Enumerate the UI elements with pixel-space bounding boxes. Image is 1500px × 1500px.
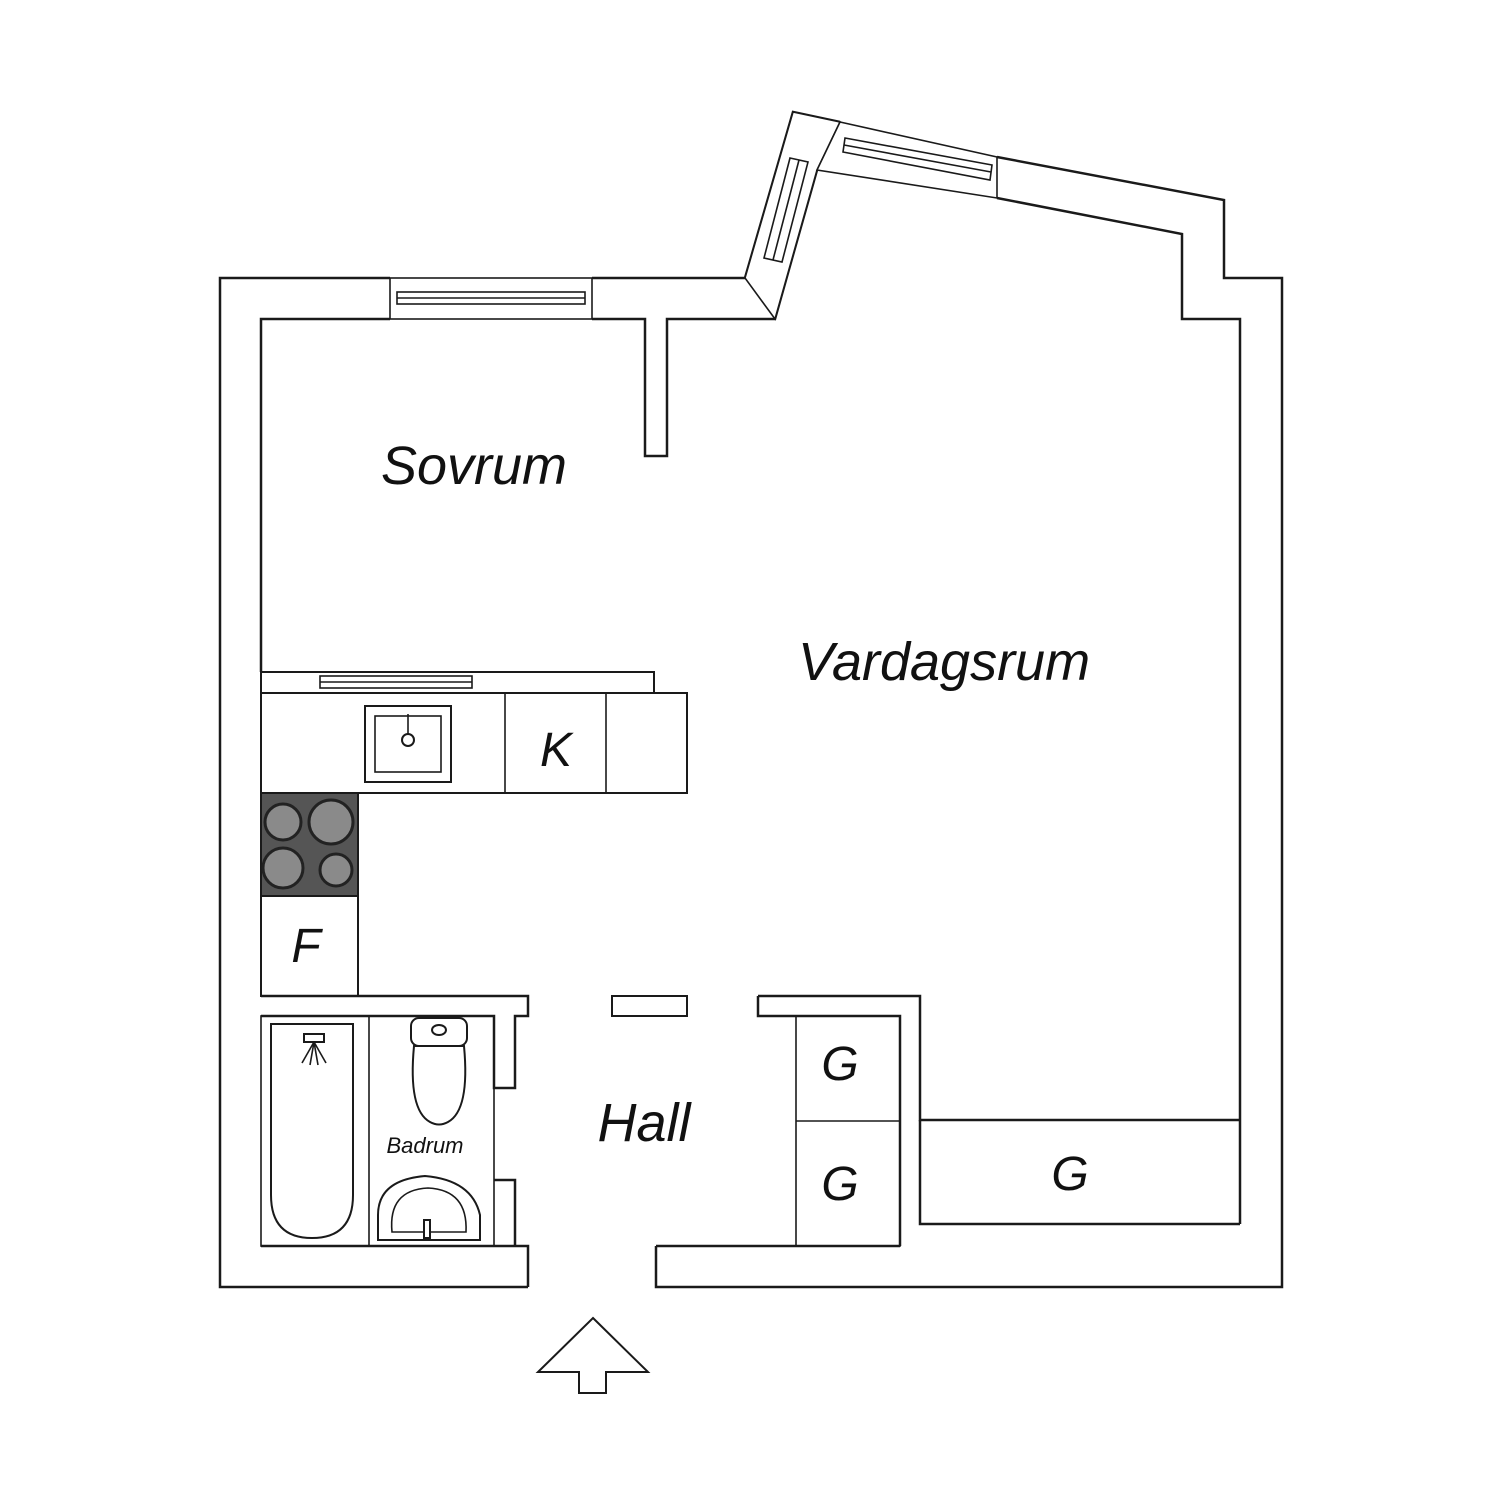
kitchen-partition	[260, 671, 655, 694]
sink-icon	[364, 705, 452, 783]
fixture-label-kitchen: K	[540, 724, 574, 777]
room-label-vardagsrum: Vardagsrum	[798, 632, 1090, 692]
toilet-icon	[410, 1017, 468, 1126]
stove-icon	[260, 792, 359, 897]
window-bay-diagonal	[744, 111, 842, 321]
wardrobes	[795, 1015, 901, 1247]
room-label-sovrum: Sovrum	[381, 436, 567, 496]
bathtub	[270, 1023, 354, 1240]
fixture-label-wardrobe: G	[821, 1038, 858, 1091]
bathroom	[260, 1015, 495, 1247]
sink-icon	[377, 1174, 481, 1241]
fixture-label-wardrobe: G	[1051, 1148, 1088, 1201]
entrance-arrow-icon	[535, 1316, 651, 1394]
outer-walls	[218, 110, 1284, 1289]
room-label-hall: Hall	[597, 1093, 692, 1153]
room-label-badrum: Badrum	[386, 1133, 463, 1158]
hall-walls	[261, 994, 1240, 1246]
fixture-label-wardrobe: G	[821, 1158, 858, 1211]
window-bay-top	[815, 121, 998, 199]
fixture-label-fridge: F	[291, 920, 323, 973]
shower-head-icon	[301, 1033, 327, 1066]
window-sovrum	[389, 277, 593, 320]
